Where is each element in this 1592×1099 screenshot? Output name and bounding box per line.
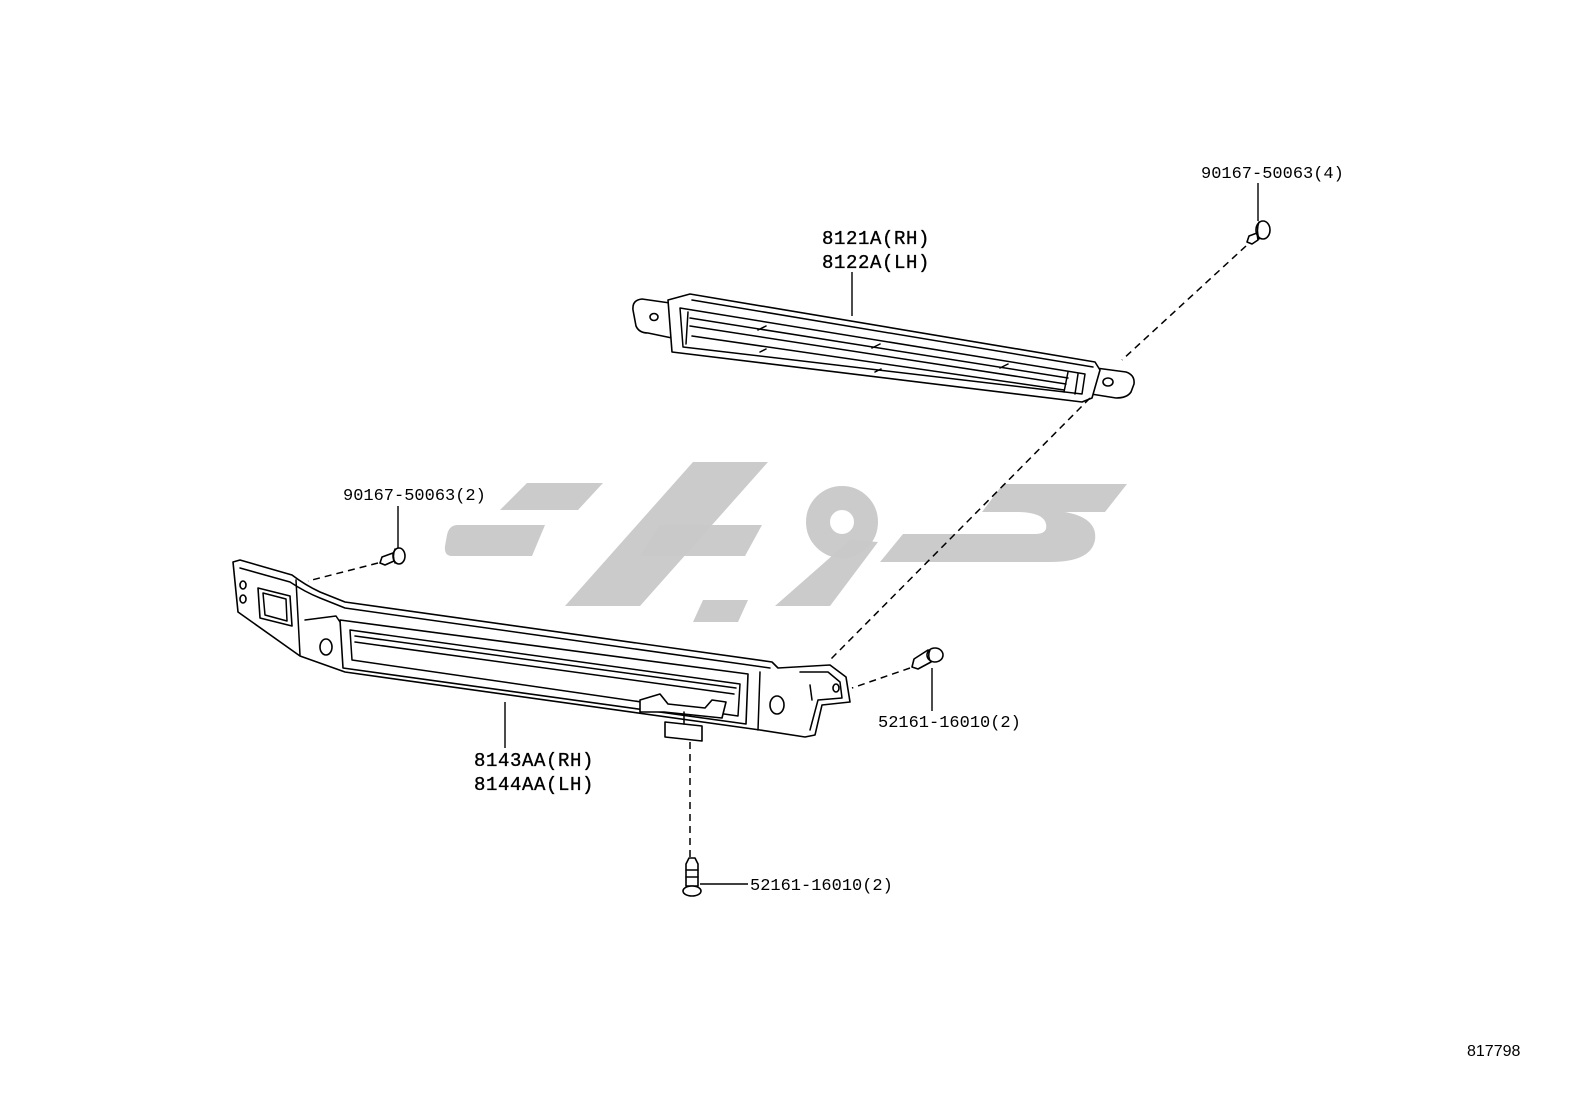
label-bottom-clip: 52161-16010(2) <box>750 877 893 896</box>
label-lower-lamp-lh: 8144AA(LH) <box>474 774 594 796</box>
label-upper-lamp-lh: 8122A(LH) <box>822 252 930 274</box>
lower-lamp-left-opening <box>257 587 293 627</box>
label-lower-screw: 90167-50063(2) <box>343 487 486 506</box>
upper-screw <box>1246 220 1271 245</box>
side-clip <box>911 647 944 670</box>
diagram-number: 817798 <box>1467 1043 1520 1060</box>
watermark-logo <box>444 462 1127 622</box>
upper-lamp-housing <box>632 293 1135 403</box>
lower-lamp-right-hole <box>769 695 785 715</box>
lower-lamp-bracket <box>639 693 727 719</box>
lower-lamp-lens <box>354 635 737 689</box>
upper-lamp-right-hole <box>1102 377 1114 387</box>
upper-lamp-body <box>667 293 1101 403</box>
label-lower-lamp-rh: 8143AA(RH) <box>474 750 594 772</box>
label-upper-screw: 90167-50063(4) <box>1201 165 1344 184</box>
lower-screw <box>379 547 406 566</box>
upper-lamp-lens <box>689 317 1069 379</box>
label-upper-lamp-rh: 8121A(RH) <box>822 228 930 250</box>
lower-lamp-left-hole <box>319 638 333 656</box>
assembly-lines <box>307 245 1247 858</box>
leader-lines <box>397 183 1259 885</box>
label-side-clip: 52161-16010(2) <box>878 714 1021 733</box>
bottom-clip <box>682 857 702 897</box>
upper-lamp-left-hole <box>649 312 659 322</box>
lower-lamp-bezel <box>232 559 851 742</box>
